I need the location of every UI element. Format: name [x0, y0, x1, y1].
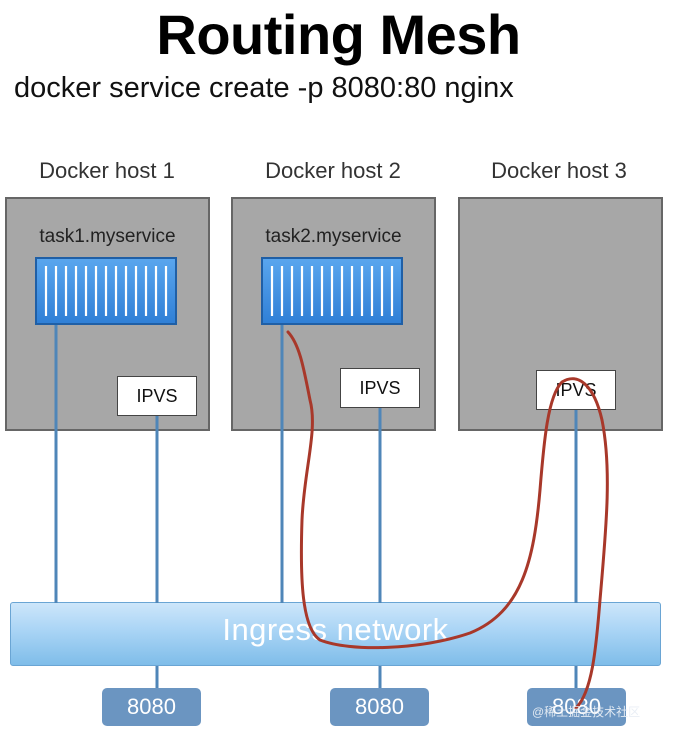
- command-subtitle: docker service create -p 8080:80 nginx: [14, 72, 514, 104]
- ipvs-box-host-2: IPVS: [340, 368, 420, 408]
- ingress-network-band: [10, 602, 661, 666]
- container-icon: [261, 257, 403, 325]
- task-2-label: task2.myservice: [265, 226, 402, 247]
- ipvs-box-host-1: IPVS: [117, 376, 197, 416]
- page-title: Routing Mesh: [156, 3, 521, 66]
- host-1-label: Docker host 1: [39, 158, 175, 183]
- task-1-label: task1.myservice: [39, 226, 176, 247]
- port-box-host-1: 8080: [102, 688, 201, 726]
- ingress-network-label: Ingress network: [222, 612, 449, 647]
- watermark: @稀土掘金技术社区: [532, 705, 641, 719]
- host-2-label: Docker host 2: [265, 158, 401, 183]
- port-box-host-2: 8080: [330, 688, 429, 726]
- container-icon: [35, 257, 177, 325]
- host-3-label: Docker host 3: [491, 158, 627, 183]
- routing-path-annotation: [286, 330, 609, 710]
